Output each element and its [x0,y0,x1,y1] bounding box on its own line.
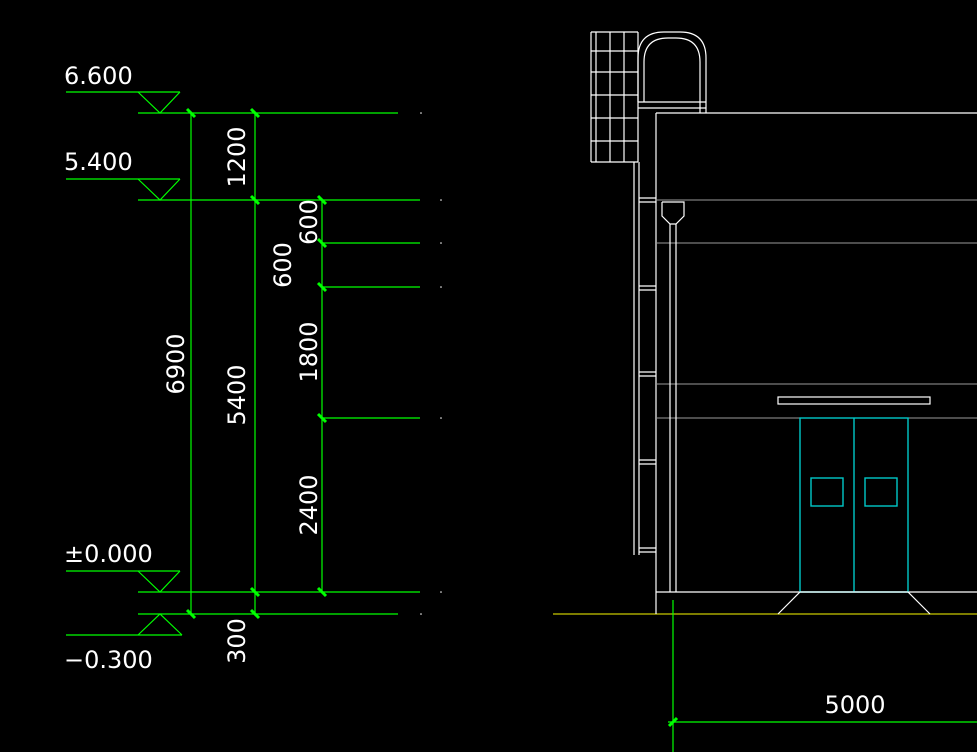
door-window-right [864,477,898,507]
dim-text-600-inner: 600 [269,242,297,288]
entrance-ramp [777,591,931,615]
elevation-label-minus-0300: −0.300 [64,646,153,674]
wall-ladder [633,162,656,555]
extension-markers [420,112,442,615]
double-door [799,417,909,593]
dim-text-5400: 5400 [223,364,251,425]
dim-text-600-outer: 600 [295,199,323,245]
dim-text-6900: 6900 [162,333,190,394]
dimension-chains: 6900 1200 5400 300 600 600 1800 2400 [162,107,328,664]
elevation-mark-5400: 5.400 [64,148,420,201]
dim-text-1800: 1800 [295,321,323,382]
door-window-left [810,477,844,507]
door-canopy [777,396,931,405]
roof-ladder-cage [590,31,707,163]
extension-lines [322,242,420,419]
dim-text-2400: 2400 [295,474,323,535]
downpipe [661,201,685,592]
dim-text-5000: 5000 [824,691,885,719]
elevation-mark-minus-0300: −0.300 [64,613,398,674]
elevation-marks: 6.600 5.400 ±0.000 −0.300 [64,62,420,674]
building-elevation: 5000 [420,31,977,752]
dimension-5000: 5000 [667,600,977,752]
dim-text-300: 300 [223,618,251,664]
elevation-mark-6600: 6.600 [64,62,398,114]
elevation-label-0000: ±0.000 [64,540,153,568]
building-outline [655,112,977,614]
elevation-label-5400: 5.400 [64,148,133,176]
elevation-label-6600: 6.600 [64,62,133,90]
elevation-mark-0000: ±0.000 [64,540,420,593]
dim-text-1200: 1200 [223,126,251,187]
